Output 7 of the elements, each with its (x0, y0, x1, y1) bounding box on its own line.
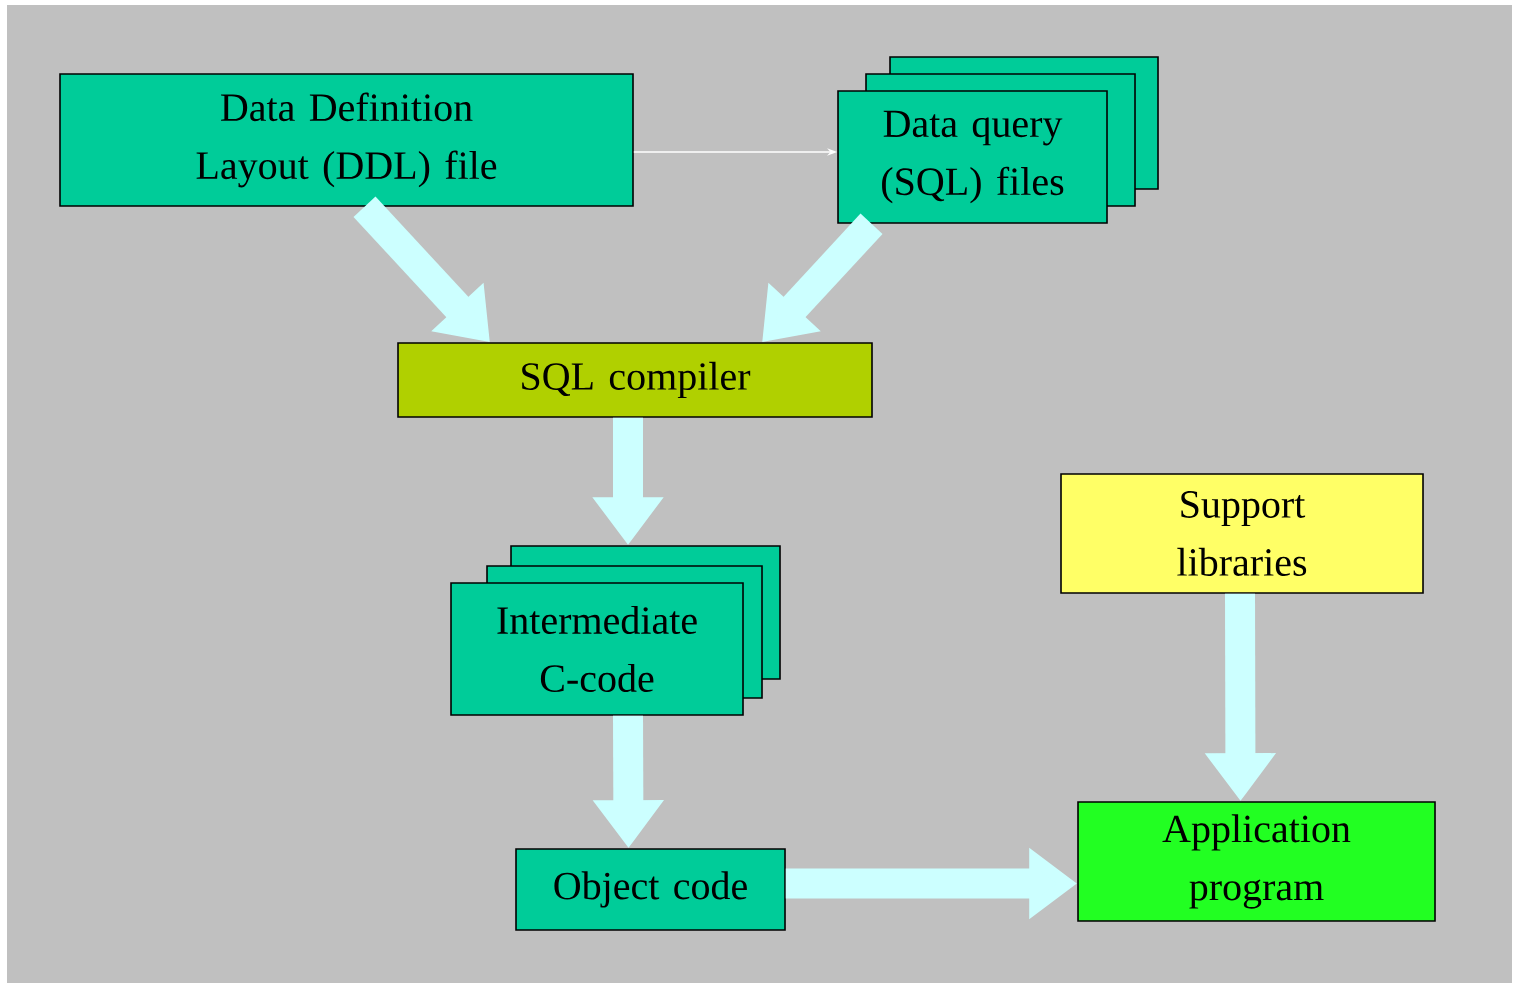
process-box: Data Definition Layout (DDL) file (59, 73, 634, 207)
process-box: Object code (515, 848, 786, 931)
process-box: Support libraries (1060, 473, 1424, 594)
document-stack: Data query (SQL) files (837, 56, 1159, 224)
document-stack: Intermediate C-code (450, 545, 781, 716)
process-box: SQL compiler (397, 342, 873, 418)
process-box: Application program (1077, 801, 1436, 922)
